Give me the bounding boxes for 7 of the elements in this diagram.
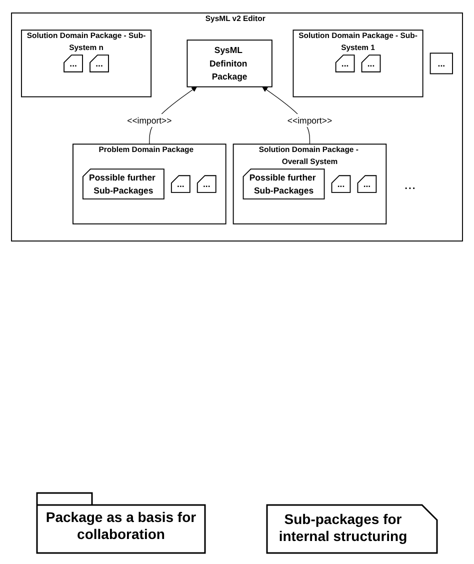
legend-text: Sub-packages for internal structuring [278, 511, 408, 545]
edge-label: <<import>> [127, 115, 172, 126]
node-box: ... [430, 52, 453, 74]
continuation-text: ... [404, 176, 416, 192]
edge-label: <<import>> [287, 115, 332, 126]
node-box: SysML Definiton Package [186, 40, 272, 88]
legend-text: Package as a basis for collaboration [44, 509, 198, 543]
